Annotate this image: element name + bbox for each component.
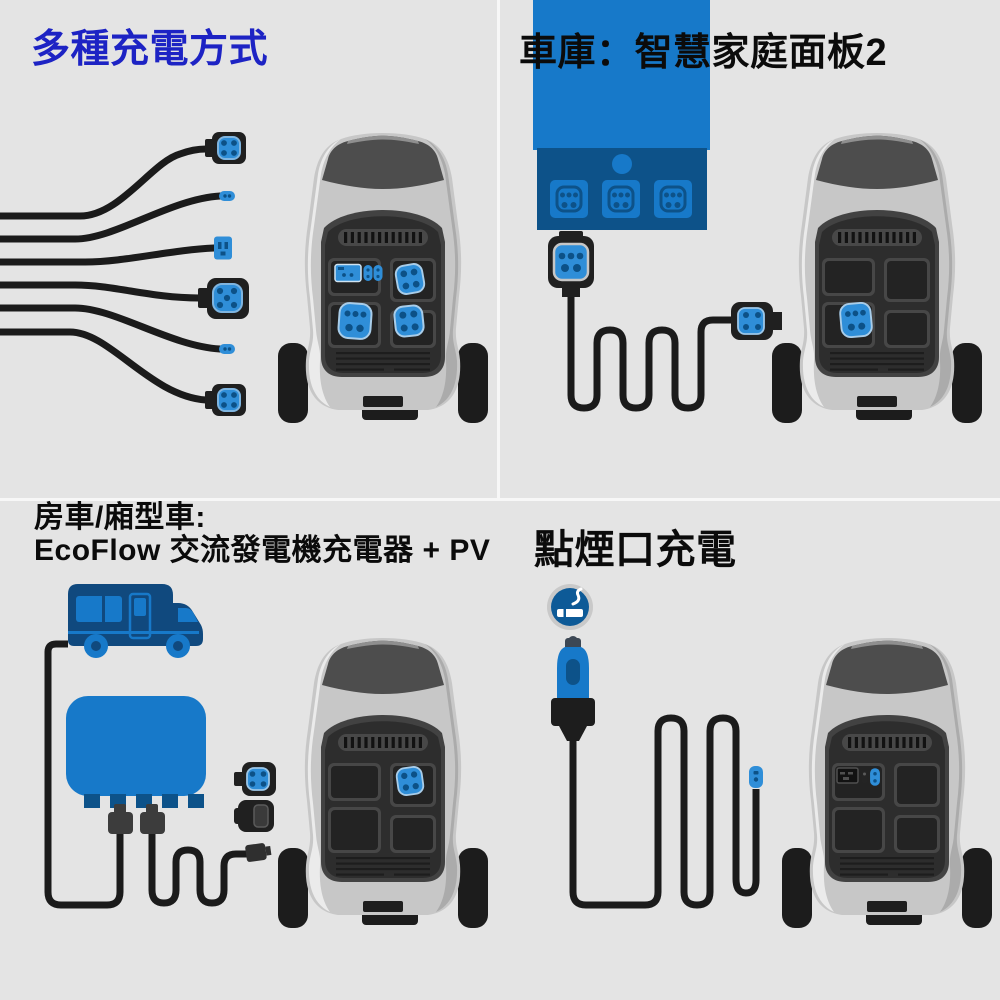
ev-plug-icon — [548, 231, 594, 297]
rv-van-icon — [68, 584, 203, 658]
car-charger-plug-icon — [551, 636, 595, 741]
ev-connector-icon — [204, 131, 247, 165]
cigarette-illustration — [547, 584, 992, 928]
multi-charging-illustration — [0, 131, 488, 423]
section-title-rv: 房車/廂型車: EcoFlow 交流發電機充電器 + PV — [34, 501, 490, 567]
ac-plug-icon — [214, 236, 232, 260]
power-station-ports — [334, 261, 427, 341]
power-station-input-port — [838, 301, 874, 339]
quadrant-divider-vertical — [497, 0, 500, 500]
wall-socket-icon — [600, 178, 642, 220]
garage-illustration — [533, 0, 982, 423]
wall-socket-icon — [548, 178, 590, 220]
charging-cable — [44, 640, 124, 909]
wall-socket-icon — [652, 178, 694, 220]
dc-tip-connector-icon — [219, 191, 235, 201]
charging-cables — [0, 145, 224, 404]
cable-connector-icon — [108, 804, 165, 834]
quadrant-divider-horizontal — [0, 498, 1000, 501]
power-station-ports — [836, 767, 880, 786]
dc-tip-icon — [749, 766, 763, 788]
section-title-multi-charging: 多種充電方式 — [31, 28, 269, 71]
power-station-input-port — [394, 764, 426, 798]
power-station-icon — [782, 638, 992, 928]
power-station-icon — [278, 638, 488, 928]
ev-adapter-icon — [234, 762, 276, 796]
ev-connector-icon — [204, 383, 247, 417]
rv-title-line2: EcoFlow 交流發電機充電器 + PV — [34, 534, 491, 567]
rv-title-line1: 房車/廂型車: — [34, 501, 206, 534]
power-station-icon — [278, 133, 488, 423]
charging-cable — [569, 714, 760, 909]
rv-illustration — [44, 584, 488, 928]
section-title-garage: 車庫：智慧家庭面板2 — [519, 32, 888, 74]
cable-connector-icon — [731, 302, 782, 340]
power-station-icon — [772, 133, 982, 423]
section-title-cigarette: 點煙口充電 — [534, 528, 737, 572]
charging-cable — [567, 294, 732, 412]
smart-home-panel-icon — [533, 0, 710, 230]
cigarette-lighter-icon — [547, 584, 593, 630]
dc-tip-connector-icon — [219, 344, 235, 354]
adapter-plug-icon — [245, 843, 272, 862]
adapter-connector-icon — [234, 800, 274, 832]
charging-cable — [148, 834, 249, 907]
alternator-charger-icon — [66, 696, 206, 808]
large-ev-connector-icon — [197, 277, 250, 320]
